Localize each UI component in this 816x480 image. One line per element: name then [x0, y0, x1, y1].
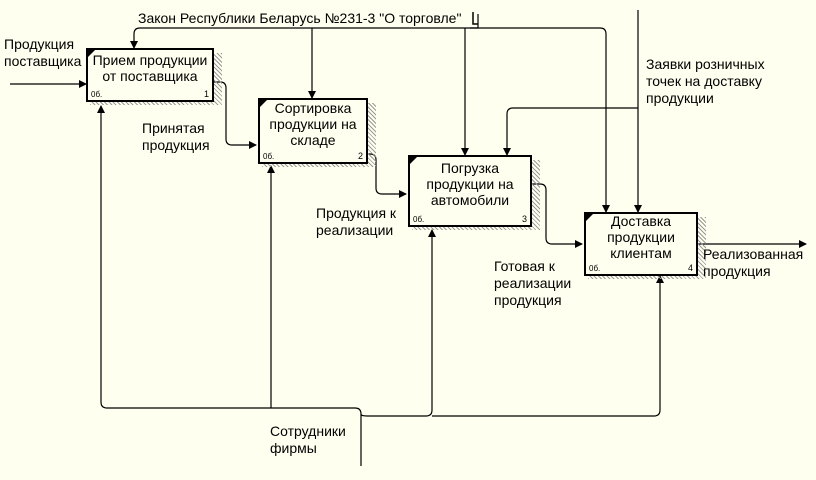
activity-box-3[interactable]: Погрузка продукции на автомобили 0б. 3: [408, 155, 532, 227]
label-sold: Реализованная продукция: [703, 246, 804, 279]
box-3-number: 3: [521, 214, 527, 224]
law-tunnel-mark: [472, 12, 478, 25]
label-staff: Сотрудники фирмы: [270, 423, 346, 456]
box-3-cost: 0б.: [413, 215, 425, 224]
box-2-title: Сортировка продукции на складе: [269, 100, 357, 148]
label-for-sale: Продукция к реализации: [316, 205, 397, 238]
label-accepted: Принятая продукция: [142, 120, 210, 153]
activity-box-4[interactable]: Доставка продукции клиентам 0б. 4: [584, 212, 698, 276]
box-1-number: 1: [203, 89, 209, 99]
arrow-law-to-box4: [470, 27, 610, 213]
activity-box-2[interactable]: Сортировка продукции на складе 0б. 2: [258, 98, 368, 164]
box-4-corner-mark: [586, 214, 593, 221]
box-4-cost: 0б.: [589, 264, 601, 273]
arrow-ready-product: [531, 183, 583, 248]
box-1-title: Прием продукции от поставщика: [92, 52, 208, 84]
box-4-title: Доставка продукции клиентам: [607, 213, 675, 261]
box-3-corner-mark: [410, 157, 417, 164]
arrow-orders-to-box3: [503, 107, 638, 156]
arrow-staff-to-box1: [97, 105, 362, 415]
box-2-number: 2: [357, 151, 363, 161]
box-4-number: 4: [687, 263, 693, 273]
label-orders: Заявки розничных точек на доставку проду…: [646, 56, 765, 106]
activity-box-1[interactable]: Прием продукции от поставщика 0б. 1: [86, 48, 214, 102]
arrow-law-control: [130, 14, 479, 49]
label-ready: Готовая к реализации продукция: [494, 258, 572, 308]
label-law: Закон Республики Беларусь №231-3 "О торг…: [138, 10, 462, 26]
box-1-cost: 0б.: [91, 90, 103, 99]
box-2-corner-mark: [260, 100, 267, 107]
arrow-staff-to-box4: [432, 275, 664, 417]
label-input-supplier: Продукция поставщика: [4, 36, 82, 69]
box-1-corner-mark: [88, 50, 95, 57]
box-3-title: Погрузка продукции на автомобили: [426, 160, 514, 208]
arrow-accepted-product: [213, 81, 257, 149]
arrow-staff-to-box3: [360, 229, 436, 417]
box-2-cost: 0б.: [263, 152, 275, 161]
